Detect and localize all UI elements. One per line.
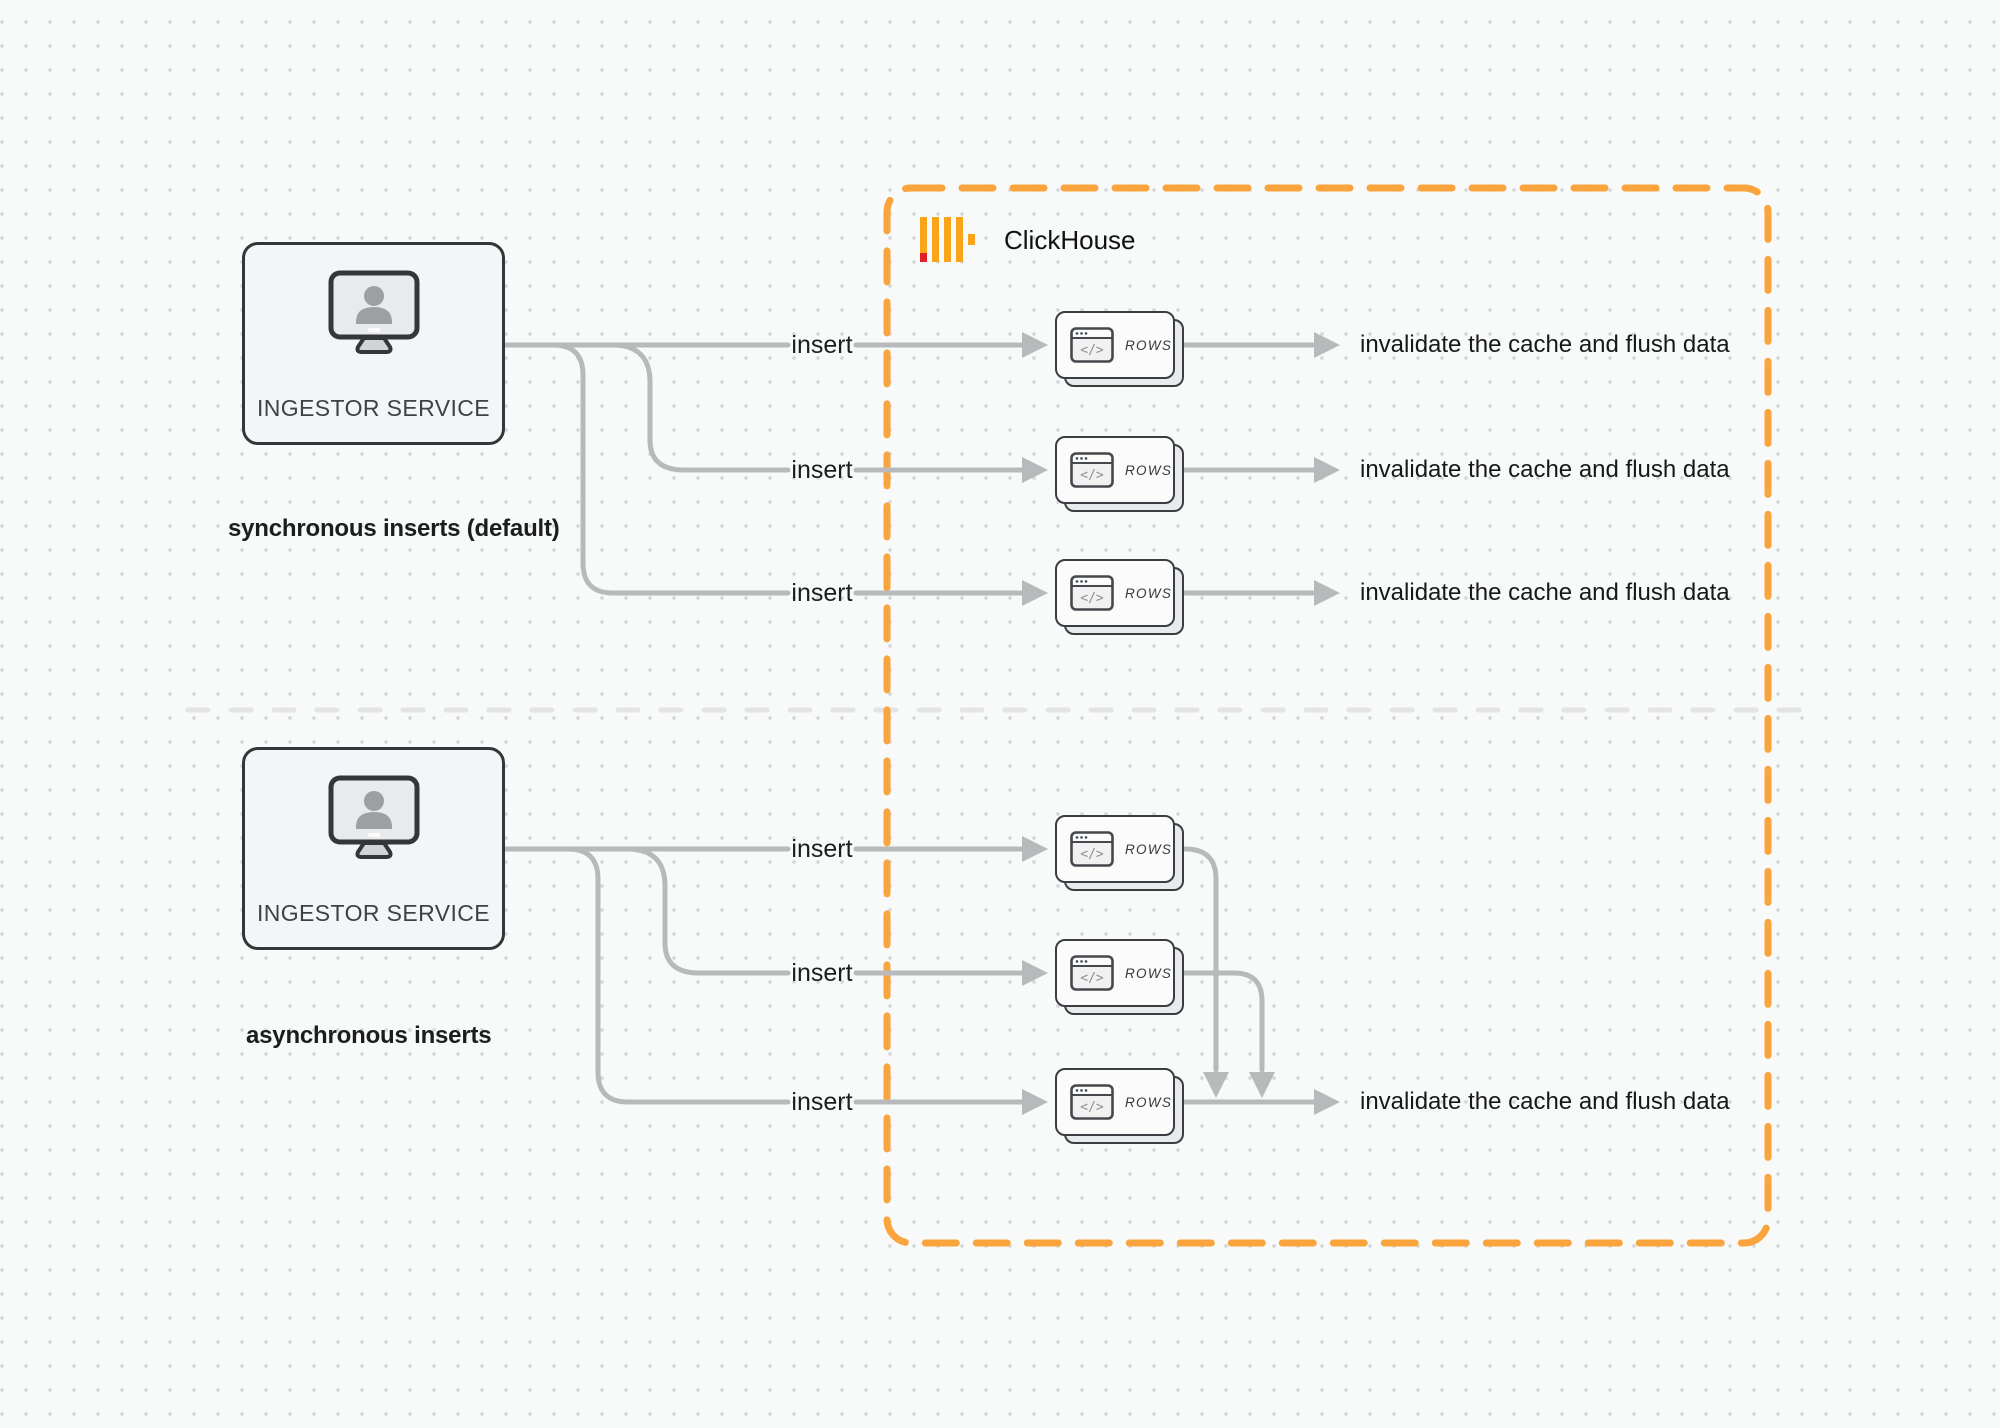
rows-card-async-3: </> ROWS: [1055, 1068, 1185, 1145]
clickhouse-boundary: [883, 184, 1772, 1247]
clickhouse-logo: ClickHouse: [920, 214, 1136, 266]
code-window-icon: </>: [1070, 327, 1114, 363]
code-window-icon: </>: [1070, 955, 1114, 991]
code-window-icon: </>: [1070, 575, 1114, 611]
code-window-icon: </>: [1070, 831, 1114, 867]
arrowhead-icon: [1022, 580, 1048, 606]
section-caption-sync: synchronous inserts (default): [228, 515, 560, 542]
insert-label-sync-2: insert: [791, 456, 853, 484]
rows-card-label: ROWS: [1125, 841, 1173, 857]
outcome-label-sync-2: invalidate the cache and flush data: [1360, 456, 1730, 483]
rows-card-async-2: </> ROWS: [1055, 939, 1185, 1016]
section-caption-async: asynchronous inserts: [246, 1022, 492, 1049]
arrowhead-icon: [1314, 580, 1340, 606]
arrowhead-icon: [1022, 960, 1048, 986]
rows-card-label: ROWS: [1125, 585, 1173, 601]
rows-card-async-1: </> ROWS: [1055, 815, 1185, 892]
svg-text:</>: </>: [1080, 971, 1104, 986]
arrowhead-icon: [1314, 332, 1340, 358]
code-window-icon: </>: [1070, 1084, 1114, 1120]
svg-text:</>: </>: [1080, 343, 1104, 358]
rows-card-sync-3: </> ROWS: [1055, 559, 1185, 636]
insert-label-sync-1: insert: [791, 331, 853, 359]
svg-text:</>: </>: [1080, 591, 1104, 606]
wire-async-collect-1: [1182, 846, 1219, 1073]
insert-label-sync-3: insert: [791, 579, 853, 607]
arrowhead-icon: [1314, 1089, 1340, 1115]
rows-card-label: ROWS: [1125, 1094, 1173, 1110]
outcome-label-async: invalidate the cache and flush data: [1360, 1088, 1730, 1115]
insert-label-async-2: insert: [791, 959, 853, 987]
ingestor-service-node-async: INGESTOR SERVICE: [242, 747, 505, 950]
svg-text:</>: </>: [1080, 468, 1104, 483]
rows-card-label: ROWS: [1125, 337, 1173, 353]
insert-label-async-1: insert: [791, 835, 853, 863]
arrowhead-icon: [1022, 1089, 1048, 1115]
wire-async-branch-2: [624, 846, 791, 976]
outcome-label-sync-1: invalidate the cache and flush data: [1360, 331, 1730, 358]
ingestor-service-node-sync: INGESTOR SERVICE: [242, 242, 505, 445]
code-window-icon: </>: [1070, 452, 1114, 488]
svg-text:</>: </>: [1080, 1100, 1104, 1115]
monitor-user-icon: [328, 775, 419, 859]
arrowhead-down-icon: [1203, 1072, 1229, 1098]
arrowhead-icon: [1022, 836, 1048, 862]
wire-async-branch-3: [565, 846, 791, 1105]
rows-card-sync-1: </> ROWS: [1055, 311, 1185, 388]
arrowhead-icon: [1022, 332, 1048, 358]
ingestor-service-label: INGESTOR SERVICE: [256, 900, 491, 926]
wire-sync-branch-3: [550, 342, 791, 596]
ingestor-service-label: INGESTOR SERVICE: [256, 395, 491, 421]
rows-card-sync-2: </> ROWS: [1055, 436, 1185, 513]
arrowhead-icon: [1022, 457, 1048, 483]
wire-async-collect-2: [1182, 970, 1265, 1073]
rows-card-label: ROWS: [1125, 462, 1173, 478]
arrowhead-down-icon: [1249, 1072, 1275, 1098]
clickhouse-title: ClickHouse: [1004, 224, 1136, 255]
outcome-label-sync-3: invalidate the cache and flush data: [1360, 579, 1730, 606]
rows-card-label: ROWS: [1125, 965, 1173, 981]
clickhouse-bars-icon: [920, 217, 975, 262]
wire-sync-branch-2: [609, 342, 791, 473]
svg-text:</>: </>: [1080, 847, 1104, 862]
arrowhead-icon: [1314, 457, 1340, 483]
monitor-user-icon: [328, 270, 419, 354]
insert-label-async-3: insert: [791, 1088, 853, 1116]
